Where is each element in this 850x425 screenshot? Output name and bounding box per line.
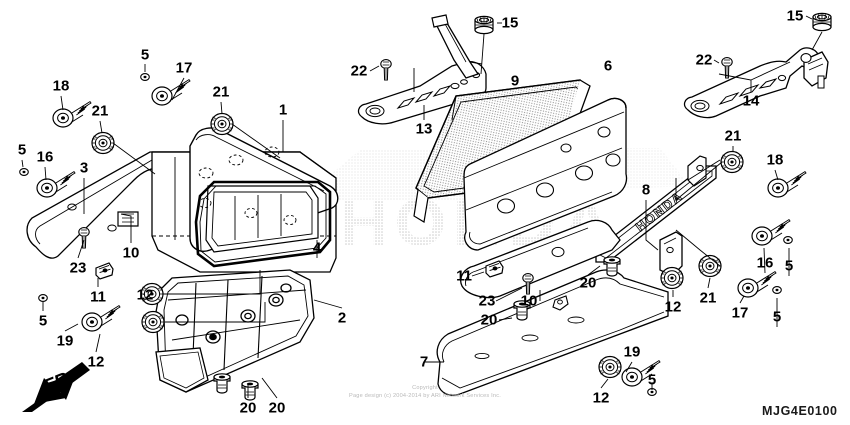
callout-number-15: 15 (501, 14, 519, 32)
diagram-part-code: MJG4E0100 (762, 404, 838, 418)
callout-number-17: 17 (731, 304, 749, 322)
callout-number-23: 23 (478, 292, 496, 310)
callout-number-22: 22 (695, 51, 713, 69)
leader-lines-right-top (713, 15, 823, 92)
part-2-lower-bracket (155, 269, 315, 393)
copyright-line-1: Copyright (412, 385, 438, 391)
callout-number-7: 7 (419, 353, 429, 371)
callout-number-19: 19 (56, 332, 74, 350)
part-6-right-cover (463, 97, 628, 251)
part-4-left-seal-inner (199, 185, 327, 263)
part-7-upper-lip (460, 219, 621, 299)
leader-lines-top-center (369, 22, 502, 120)
leader-lines-left (21, 64, 343, 399)
part-4-left-seal (194, 180, 332, 268)
callout-number-18: 18 (52, 77, 70, 95)
callout-number-3: 3 (79, 159, 89, 177)
callout-number-15: 15 (786, 7, 804, 25)
callout-number-12: 12 (592, 389, 610, 407)
callout-number-12: 12 (87, 353, 105, 371)
copyright-line-2: Page design (c) 2004-2014 by ARI Network… (349, 393, 501, 399)
callout-number-8: 8 (641, 181, 651, 199)
callout-number-21: 21 (91, 102, 109, 120)
part-14-stay (683, 47, 829, 119)
callout-number-12: 12 (664, 298, 682, 316)
part-13-stay (357, 14, 487, 125)
callout-number-10: 10 (520, 292, 538, 310)
callout-number-2: 2 (337, 309, 347, 327)
callout-number-14: 14 (742, 92, 760, 110)
callout-number-5: 5 (772, 308, 782, 326)
callout-number-13: 13 (415, 120, 433, 138)
callout-number-21: 21 (212, 83, 230, 101)
callout-number-5: 5 (647, 371, 657, 389)
callout-number-16: 16 (756, 254, 774, 272)
callout-number-19: 19 (623, 343, 641, 361)
callout-number-20: 20 (579, 274, 597, 292)
callout-number-20: 20 (268, 399, 286, 417)
callout-number-5: 5 (784, 257, 794, 275)
callout-number-23: 23 (69, 259, 87, 277)
callout-number-18: 18 (766, 151, 784, 169)
callout-number-4: 4 (312, 239, 322, 257)
callout-number-11: 11 (456, 267, 472, 285)
fr-direction-arrow (22, 362, 90, 412)
callout-number-12: 12 (136, 286, 154, 304)
part-8-bracket (659, 231, 683, 277)
callout-number-9: 9 (510, 72, 520, 90)
callout-number-20: 20 (480, 311, 498, 329)
callout-number-5: 5 (38, 312, 48, 330)
part-7-lower-cover (436, 269, 669, 396)
callout-number-16: 16 (36, 148, 54, 166)
callout-number-20: 20 (239, 399, 257, 417)
callout-number-1: 1 (278, 101, 288, 119)
callout-number-17: 17 (175, 59, 193, 77)
callout-number-6: 6 (603, 57, 613, 75)
callout-number-22: 22 (350, 62, 368, 80)
leader-lines-right (424, 146, 790, 390)
callout-number-10: 10 (122, 244, 140, 262)
svg-text:HONDA: HONDA (633, 188, 686, 234)
callout-number-11: 11 (90, 288, 106, 306)
callout-number-5: 5 (17, 141, 27, 159)
callout-number-21: 21 (699, 289, 717, 307)
callout-number-5: 5 (140, 46, 150, 64)
callout-number-21: 21 (724, 127, 742, 145)
part-1-left-cover (117, 127, 339, 273)
